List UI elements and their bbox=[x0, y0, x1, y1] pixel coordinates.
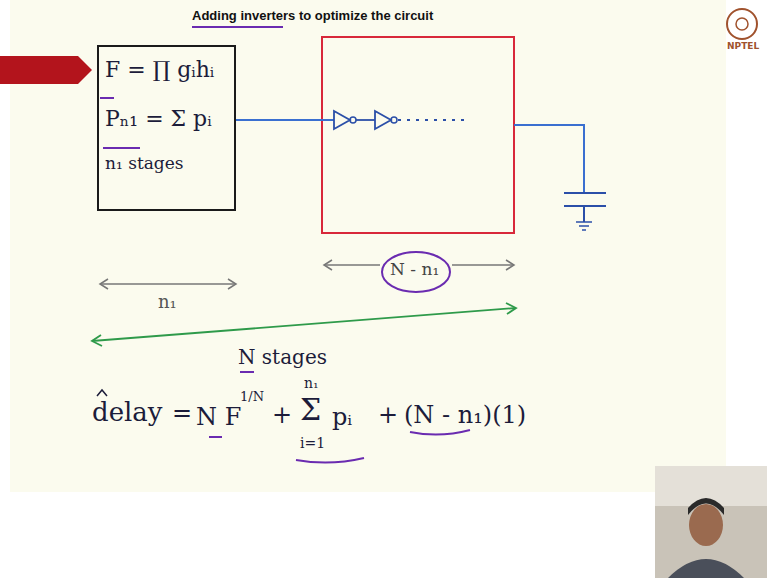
span-label: N stages bbox=[238, 346, 327, 368]
underline bbox=[100, 97, 114, 99]
wire bbox=[583, 206, 585, 222]
slide-tab bbox=[0, 56, 92, 84]
wire bbox=[236, 119, 334, 121]
span-arrow bbox=[100, 279, 236, 289]
dashed-wire bbox=[398, 119, 470, 121]
box-formula: n₁ stages bbox=[105, 154, 226, 174]
span-label: N - n₁ bbox=[390, 260, 439, 279]
inverter-block bbox=[322, 37, 514, 233]
span-label: n₁ bbox=[158, 292, 177, 312]
presenter bbox=[689, 504, 723, 546]
logo bbox=[736, 18, 748, 30]
slide-ground bbox=[10, 0, 726, 492]
wire bbox=[514, 125, 584, 193]
margin bbox=[0, 492, 767, 578]
ground-symbol bbox=[576, 221, 592, 223]
equation-term: + bbox=[272, 402, 292, 428]
sum-limit: n₁ bbox=[304, 376, 319, 391]
inverter-bubble bbox=[350, 117, 356, 123]
inverter-symbol bbox=[375, 111, 391, 129]
ground-symbol bbox=[579, 225, 589, 227]
underline bbox=[103, 147, 140, 149]
underline bbox=[410, 430, 470, 435]
inverter-bubble bbox=[391, 117, 397, 123]
logo-text: NPTEL bbox=[727, 42, 759, 52]
sum-symbol: Σ bbox=[300, 393, 321, 426]
sum-limit: i=1 bbox=[300, 436, 325, 451]
span-arrow bbox=[92, 303, 516, 346]
presenter bbox=[688, 498, 724, 515]
logo bbox=[727, 9, 757, 39]
capacitor-plate bbox=[564, 192, 606, 194]
slide-title: Adding inverters to optimize the circuit bbox=[192, 9, 433, 23]
underline bbox=[209, 436, 222, 438]
box-formula: F = ∏ gᵢhᵢ bbox=[105, 57, 226, 82]
webcam-frame bbox=[655, 466, 767, 578]
ground-symbol bbox=[582, 229, 586, 231]
equation-term: pᵢ bbox=[332, 404, 352, 430]
equation-term: (N - n₁)(1) bbox=[404, 402, 526, 428]
stage-box: F = ∏ gᵢhᵢPₙ₁ = Σ pᵢ n₁ stages bbox=[97, 45, 236, 211]
underline bbox=[192, 26, 283, 28]
hat-mark bbox=[97, 390, 107, 396]
exponent: 1/N bbox=[240, 390, 264, 404]
presenter bbox=[668, 559, 744, 578]
equation-term: + bbox=[378, 402, 398, 428]
equation-term: = bbox=[172, 400, 192, 426]
inverter-symbol bbox=[334, 111, 350, 129]
equation-term: N F bbox=[196, 404, 241, 430]
wire bbox=[356, 119, 375, 121]
underline bbox=[240, 371, 254, 373]
equation-term: delay bbox=[92, 398, 163, 427]
circle-mark bbox=[382, 252, 450, 292]
underline bbox=[296, 458, 364, 463]
box-formula: Pₙ₁ = Σ pᵢ bbox=[105, 106, 226, 131]
